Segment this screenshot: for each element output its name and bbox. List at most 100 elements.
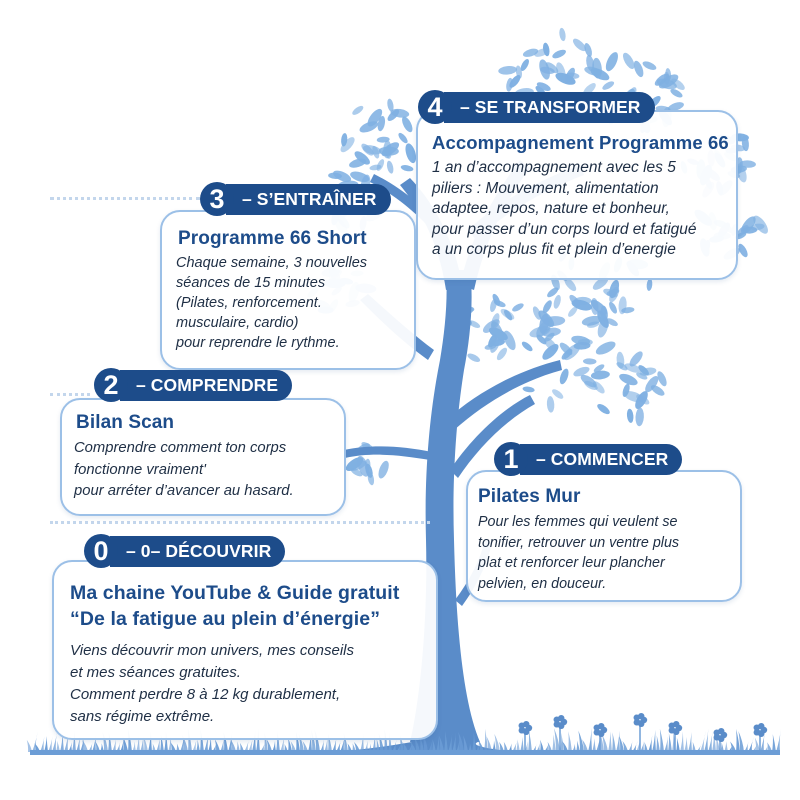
grass-blade — [744, 741, 749, 752]
leaf — [405, 143, 417, 164]
grass-blade — [576, 740, 580, 752]
step-desc-1: Pour les femmes qui veulent se tonifier,… — [478, 512, 679, 594]
flower-petal — [758, 722, 765, 730]
step-desc-4-line: 1 an d’accompagnement avec les 5 — [432, 159, 676, 176]
leaf — [559, 368, 569, 385]
leaf — [402, 116, 413, 133]
grass-blade — [376, 738, 380, 752]
grass-blade — [628, 739, 633, 752]
step-desc-3-line: musculaire, cardio) — [176, 315, 299, 331]
grass-blade — [656, 735, 660, 752]
leaf — [496, 347, 508, 361]
step-number-2: 2 — [94, 368, 128, 402]
grass-blade — [456, 738, 460, 752]
grass-blade — [512, 739, 518, 752]
grass-blade — [156, 736, 161, 752]
grass-blade — [72, 730, 76, 752]
grass-blade — [592, 738, 596, 752]
grass-blade — [122, 736, 128, 752]
grass-blade — [332, 735, 337, 752]
leaf — [626, 408, 634, 423]
grass-blade — [468, 743, 472, 752]
grass-blade — [116, 742, 121, 752]
leaf — [650, 385, 665, 396]
grass-blade — [392, 739, 397, 752]
grass-blade — [44, 736, 48, 752]
leaf — [642, 61, 657, 70]
grass-blade — [688, 732, 692, 752]
leaf — [581, 315, 602, 326]
grass-blade — [748, 737, 754, 752]
grass-blade — [536, 743, 540, 752]
step-label-0: – 0– DÉCOUVRIR — [110, 535, 286, 567]
grass-blade — [596, 731, 602, 752]
grass-blade — [704, 728, 709, 752]
step-desc-2-line: pour arréter d’avancer au hasard. — [74, 483, 294, 499]
grass-blade — [622, 740, 628, 752]
grass-blade — [562, 741, 568, 752]
leaf — [539, 313, 549, 334]
grass-blade — [112, 737, 117, 752]
grass-blade — [56, 740, 60, 752]
leaf — [639, 367, 657, 376]
leaf — [629, 351, 643, 367]
leaf — [542, 300, 552, 314]
leaf — [350, 468, 363, 477]
grass-blade — [458, 731, 464, 752]
grass-blade — [140, 736, 144, 752]
leaf — [390, 108, 410, 118]
grass-blade — [738, 731, 744, 752]
grass-blade — [82, 739, 88, 752]
leaf — [618, 296, 627, 315]
step-desc-1-line: pelvien, en douceur. — [478, 575, 607, 592]
leaf — [467, 353, 481, 363]
flower-petal — [633, 719, 640, 726]
step-label-1: – COMMENCER — [520, 443, 683, 475]
grass-blade — [436, 736, 440, 752]
grass-blade — [528, 729, 532, 752]
grass-blade — [143, 736, 148, 752]
grass-blade — [730, 741, 736, 752]
leaf — [552, 49, 566, 59]
grass-blade — [276, 730, 280, 752]
grass-blade — [368, 743, 372, 752]
leaf — [633, 60, 644, 78]
leaf — [606, 318, 618, 327]
grass-blade — [554, 728, 560, 752]
leaf — [378, 460, 389, 479]
grass-blade — [478, 739, 484, 752]
leaf — [592, 381, 605, 394]
grass-blade — [60, 732, 64, 752]
leaf — [602, 81, 615, 90]
step-desc-2: Comprendre comment ton corps fonctionne … — [74, 438, 294, 503]
leaf — [500, 308, 515, 320]
grass-blade — [410, 741, 416, 752]
grass-blade — [572, 743, 576, 752]
step-label-3: – S’ENTRAÎNER — [226, 183, 391, 215]
leaf — [593, 364, 605, 373]
grass-blade — [568, 731, 572, 752]
grass-blade — [476, 743, 480, 752]
step-desc-4-line: a un corps plus fit et plein d’energie — [432, 241, 676, 259]
step-card-2 — [60, 398, 346, 516]
step-desc-1-line: plat et renforcer leur plancher — [478, 555, 665, 571]
leaf — [595, 341, 616, 355]
grass-blade — [640, 740, 645, 752]
grass-blade — [668, 733, 672, 752]
leaf — [564, 277, 577, 292]
leaf — [635, 391, 648, 409]
ground — [30, 750, 780, 755]
flower-petal — [753, 729, 760, 736]
leaf — [646, 278, 653, 291]
grass-blade — [494, 733, 500, 752]
grass-blade — [402, 741, 408, 752]
step-badge-1: 1 – COMMENCER — [494, 442, 683, 476]
grass-blade — [676, 737, 680, 752]
step-desc-1-line: Pour les femmes qui veulent se — [478, 514, 678, 530]
leaf — [670, 88, 683, 98]
leaf — [597, 403, 610, 415]
step-desc-3-line: Chaque semaine, 3 nouvelles — [176, 255, 368, 271]
leaf — [741, 135, 749, 152]
leaf — [572, 38, 586, 52]
grass-blade — [196, 739, 200, 752]
